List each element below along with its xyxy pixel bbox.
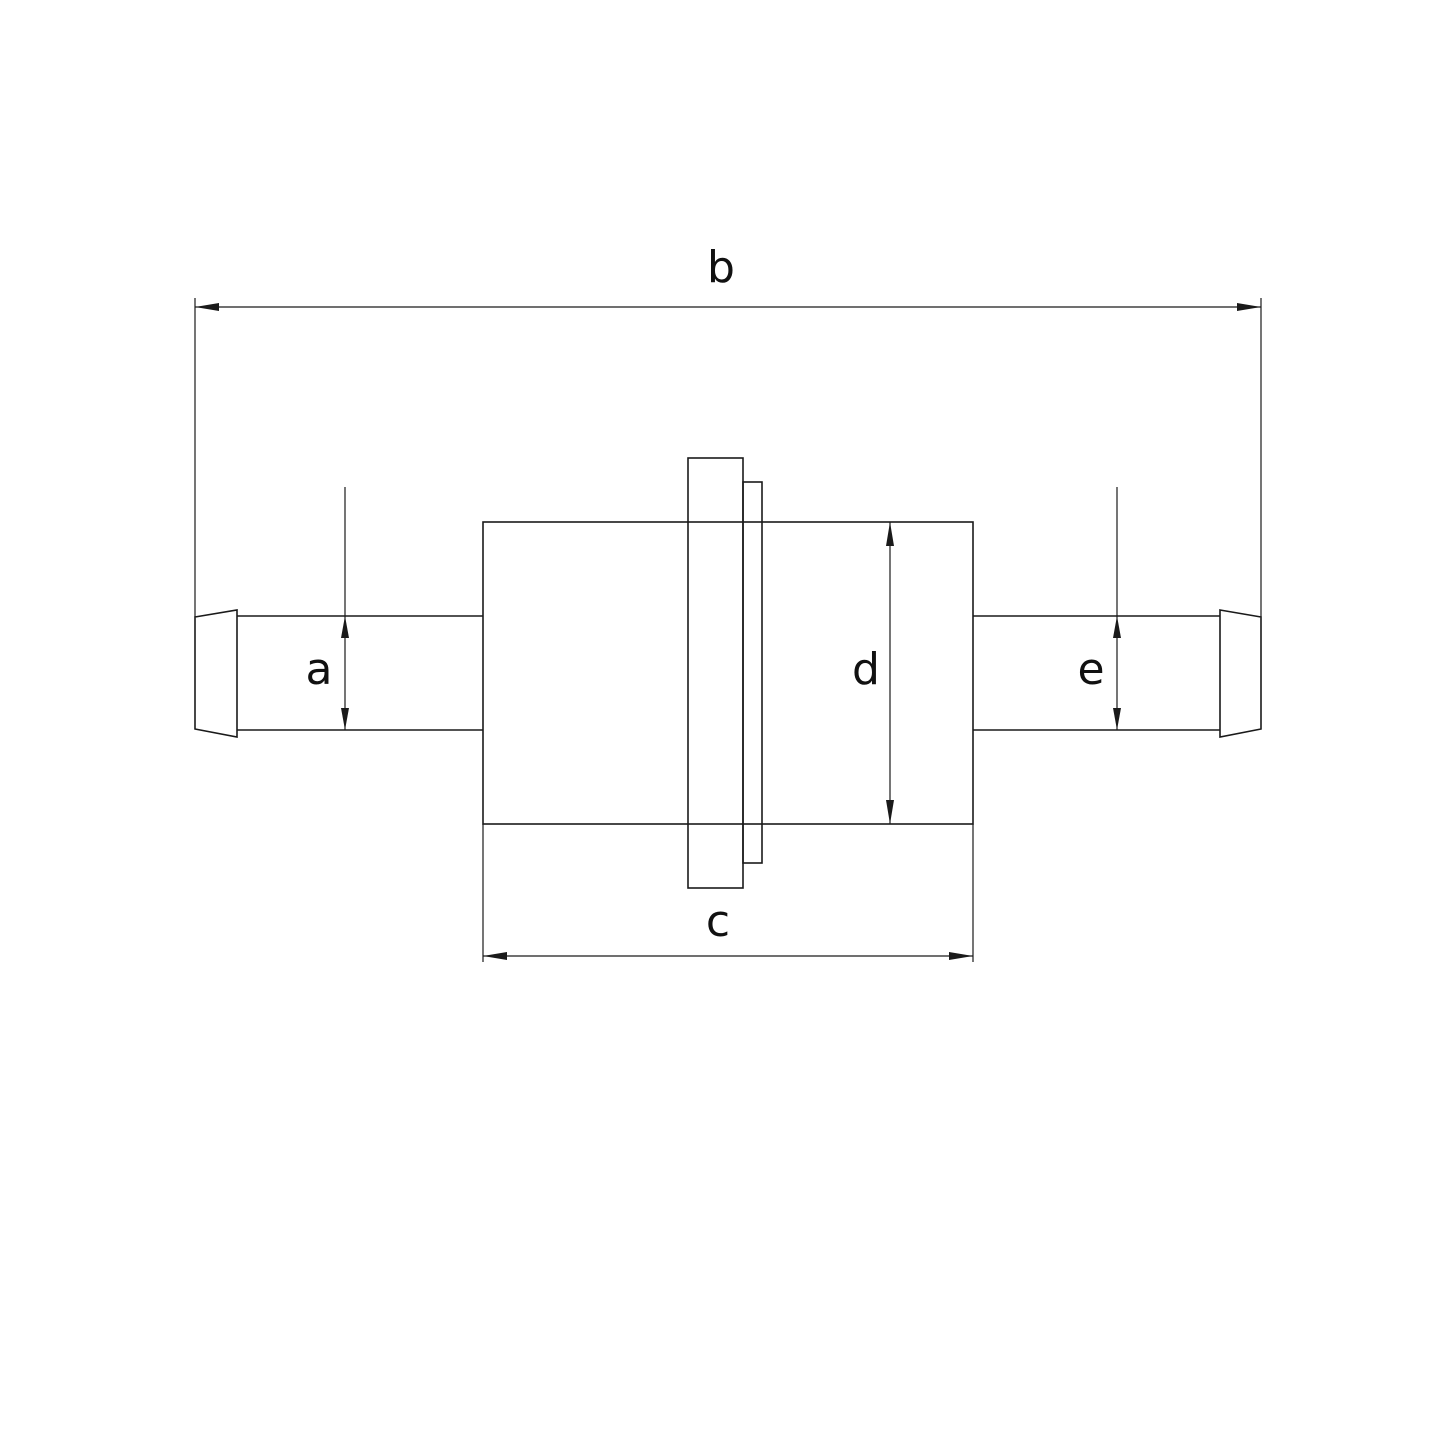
dimension-e-top-arrow — [1113, 616, 1121, 638]
dimension-label-a: a — [306, 644, 333, 695]
dimension-c-left-arrow — [483, 952, 507, 960]
dimension-c: c — [482, 824, 974, 962]
dimension-c-right-arrow — [949, 952, 973, 960]
dimension-label-d: d — [852, 644, 880, 695]
dimension-label-e: e — [1077, 644, 1104, 695]
dimension-a-top-arrow — [341, 616, 349, 638]
dimension-e: e — [1077, 487, 1121, 730]
main-body — [482, 521, 974, 825]
filter-part-outline — [194, 457, 1262, 889]
dimension-label-c: c — [706, 896, 730, 947]
dimension-b: b — [194, 242, 1262, 617]
dimension-label-b: b — [707, 242, 735, 293]
center-flange-step — [742, 481, 763, 864]
dimension-a-bottom-arrow — [341, 708, 349, 730]
dimension-e-bottom-arrow — [1113, 708, 1121, 730]
dimension-b-left-arrow — [195, 303, 219, 311]
right-barb-tip — [1219, 609, 1262, 738]
dimension-d-bottom-arrow — [886, 800, 894, 824]
left-barb-tip — [194, 609, 238, 738]
dimension-a: a — [306, 487, 349, 730]
dimension-d: d — [852, 522, 894, 824]
dimension-b-right-arrow — [1237, 303, 1261, 311]
dimension-d-top-arrow — [886, 522, 894, 546]
